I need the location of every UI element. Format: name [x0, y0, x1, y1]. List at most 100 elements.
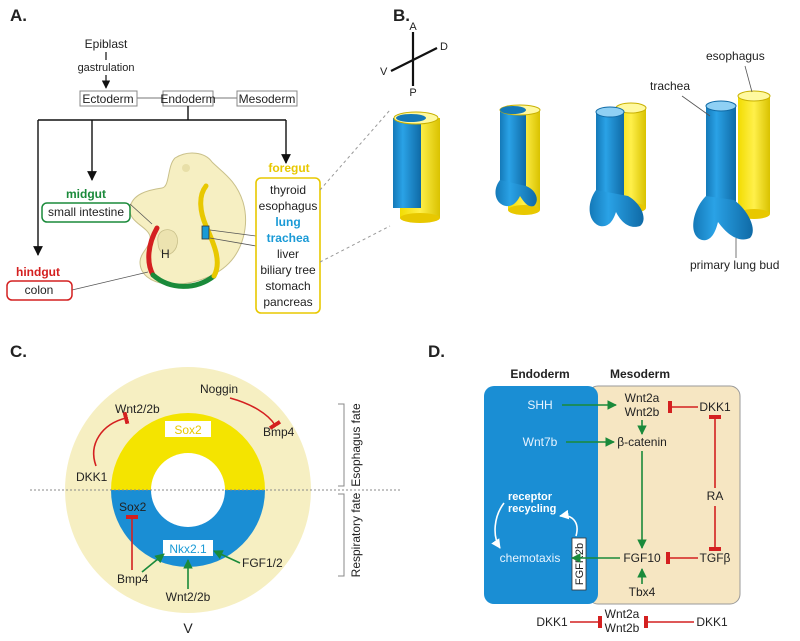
heart-bulge	[157, 229, 178, 255]
panel-c: C. D V Sox2 Nkx2.1 Sox2 Noggin Wnt2/2b B…	[10, 342, 402, 636]
epiblast-label: Epiblast	[85, 37, 128, 51]
foregut-item-biliary-tree: biliary tree	[260, 263, 316, 277]
stage4-esophagus	[738, 96, 770, 214]
wnt-bottom-label: Wnt2/2b	[166, 590, 211, 604]
panel-c-label: C.	[10, 342, 27, 361]
chemotaxis-label: chemotaxis	[500, 551, 561, 565]
tube-stage-4	[693, 90, 771, 241]
wnt-top-label: Wnt2/2b	[115, 402, 160, 416]
fgfr2b-receptor	[571, 537, 587, 591]
tbx4-label: Tbx4	[629, 585, 656, 599]
trachea-label: trachea	[650, 79, 690, 93]
nkx-box	[163, 540, 213, 556]
ra-label: RA	[707, 489, 724, 503]
stage2-blue	[500, 110, 526, 190]
tgfb-label: TGFβ	[700, 551, 731, 565]
respiratory-fate-label: Respiratory fate	[349, 492, 363, 577]
wnt2b-label: Wnt2b	[625, 405, 660, 419]
midgut-item: small intestine	[48, 205, 124, 219]
embryo-eye	[182, 164, 190, 172]
stage3-bifurcation	[589, 190, 644, 227]
dkk1-inhibits-wnt	[92, 411, 130, 467]
receptor-recycling-line1: receptor	[508, 491, 553, 503]
hindgut-title: hindgut	[16, 265, 60, 279]
foregut-title: foregut	[268, 161, 309, 175]
foregut-item-lung: lung	[275, 215, 300, 229]
stage2-bottom	[508, 205, 540, 215]
endoderm-label: Endoderm	[160, 92, 215, 106]
axis-a-label: A	[409, 21, 417, 33]
bmp4-bottom-label: Bmp4	[117, 572, 149, 586]
stage4-lung-buds	[693, 196, 753, 241]
mesoderm-label: Mesoderm	[239, 92, 296, 106]
dkk1-right-label: DKK1	[696, 615, 728, 629]
recycling-right-arrow	[559, 509, 578, 537]
bmp4-activates-nkx	[141, 553, 165, 573]
esophagus-label: esophagus	[706, 49, 765, 63]
wnt2b-bottom-label: Wnt2b	[605, 621, 640, 635]
ectoderm-box	[79, 90, 138, 107]
wnt2a-bottom-label: Wnt2a	[605, 607, 640, 621]
primary-lung-bud-label: primary lung bud	[690, 258, 779, 272]
stage3-blue-rim	[595, 106, 625, 118]
mesoderm-heading: Mesoderm	[610, 367, 670, 381]
dkk1-left-label: DKK1	[536, 615, 568, 629]
midgut-box	[41, 202, 131, 223]
foregut-box	[255, 177, 321, 314]
midgut-tube	[150, 272, 217, 289]
endoderm-region	[484, 386, 598, 604]
mesoderm-box	[236, 90, 298, 107]
foregut-item-pancreas: pancreas	[263, 295, 312, 309]
esophagus-fate-label: Esophagus fate	[349, 403, 363, 487]
wnt7b-label: Wnt7b	[523, 435, 558, 449]
respiratory-fate-bracket	[338, 493, 345, 577]
heart-label: H	[161, 247, 170, 261]
leader-lines	[71, 203, 257, 291]
tube-stage-3	[589, 102, 647, 227]
foregut-list: thyroidesophaguslungtrachealiverbiliary …	[259, 183, 318, 309]
noggin-label: Noggin	[200, 382, 238, 396]
hindgut-tube	[146, 225, 160, 278]
fgfr2b-label: FGFR2b	[574, 543, 586, 585]
stage1-blue	[393, 118, 421, 208]
fgf-label: FGF1/2	[242, 556, 283, 570]
esophagus-fate-bracket	[338, 403, 345, 487]
dorsal-endoderm	[111, 413, 265, 490]
shh-label: SHH	[527, 398, 552, 412]
stage4-esophagus-rim	[737, 90, 771, 102]
lineage-tree	[33, 106, 291, 256]
hindgut-box	[6, 280, 73, 301]
ventral-endoderm	[111, 490, 265, 567]
tube-stage-1	[393, 111, 440, 223]
panel-a-label: A.	[10, 6, 27, 25]
sox2-dorsal: Sox2	[174, 423, 202, 437]
midgut-title: midgut	[66, 187, 106, 201]
beta-catenin-label: β-catenin	[617, 435, 667, 449]
stage2-opening	[500, 106, 526, 114]
wnt2a-label: Wnt2a	[625, 391, 660, 405]
stage2-bud	[495, 180, 537, 207]
stage1-opening	[396, 114, 426, 122]
axis-p-label: P	[409, 87, 416, 99]
fgf-activates-nkx	[213, 550, 241, 564]
axis-d-label: D	[440, 41, 448, 53]
esophagus-leader	[744, 65, 753, 93]
panel-b-label: B.	[393, 6, 410, 25]
recycling-left-arrow	[491, 502, 505, 549]
foregut-item-trachea: trachea	[267, 231, 310, 245]
sox2-dorsal-box	[165, 421, 211, 437]
zoom-line-top	[319, 109, 391, 191]
stage3-blue	[596, 112, 624, 202]
stage4-trachea-rim	[705, 100, 737, 112]
panel-d-label: D.	[428, 342, 445, 361]
endoderm-heading: Endoderm	[510, 367, 569, 381]
foregut-item-liver: liver	[277, 247, 299, 261]
panel-a: A. Epiblast gastrulation Ectoderm Endode…	[6, 6, 321, 314]
stage4-trachea	[706, 106, 736, 208]
hindgut-item: colon	[25, 283, 54, 297]
trachea-leader	[681, 95, 711, 117]
tube-stage-2	[495, 104, 541, 215]
foregut-item-thyroid: thyroid	[270, 183, 306, 197]
zoom-line-bottom	[319, 225, 391, 263]
